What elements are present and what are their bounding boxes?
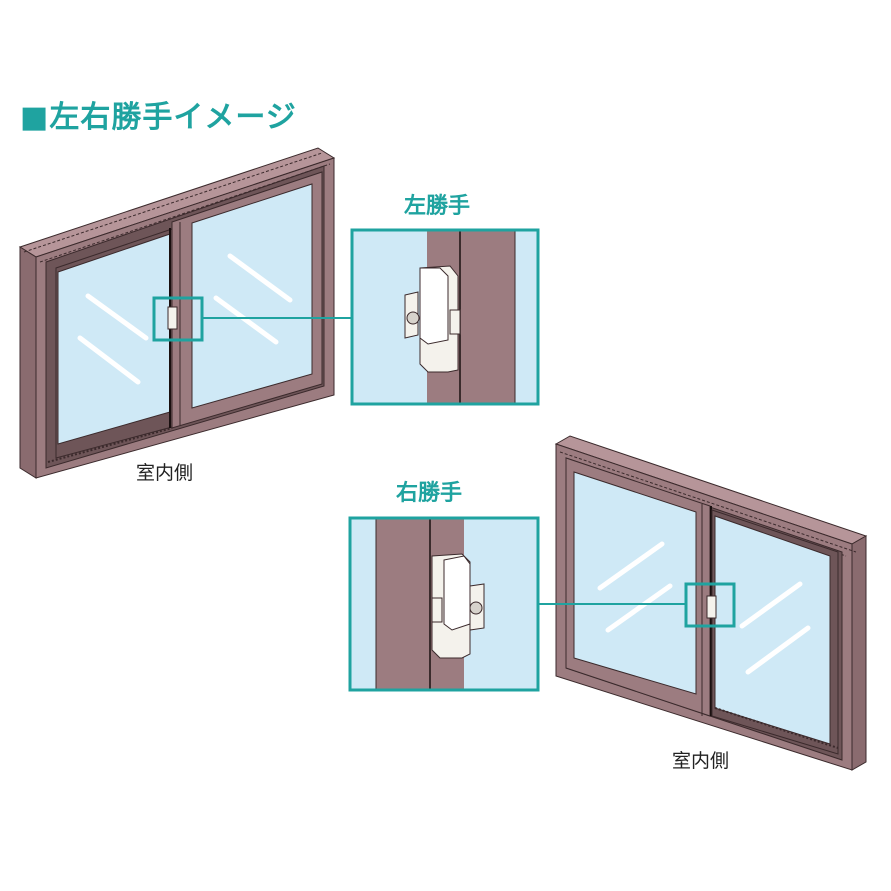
right-indoor-side-label: 室内側 [672, 750, 730, 772]
left-hand-label: 左勝手 [404, 194, 471, 219]
left-indoor-side-label: 室内側 [136, 462, 194, 484]
window-right-hand [538, 435, 868, 771]
detail-right-hand [348, 516, 540, 692]
detail-left-hand [350, 228, 540, 406]
crescent-lock-icon [404, 265, 461, 373]
crescent-lock-icon [431, 553, 485, 659]
page-title: ■左右勝手イメージ [20, 100, 297, 135]
right-hand-label: 右勝手 [396, 481, 463, 506]
window-left-hand [18, 147, 352, 479]
